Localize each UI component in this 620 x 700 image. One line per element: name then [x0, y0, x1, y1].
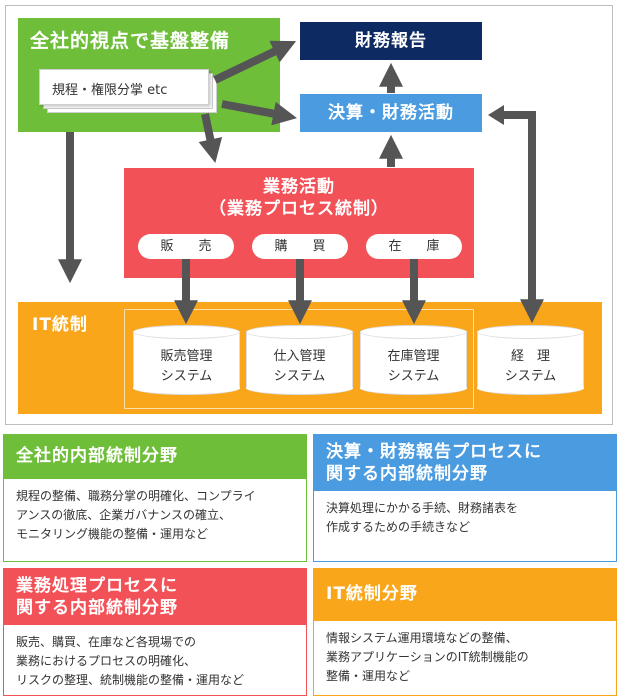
card-it-control-line: 整備・運用など: [326, 669, 411, 683]
card-company-wide: 全社的内部統制分野 規程の整備、職務分掌の明確化、コンプライ アンスの徹底、企業…: [3, 434, 307, 562]
pill-sales: 販 売: [138, 234, 234, 259]
inventory-system-line1: 在庫管理: [387, 349, 440, 364]
sales-system-cylinder: 販売管理システム: [133, 325, 240, 395]
card-it-control-body: 情報システム運用環境などの整備、 業務アプリケーションのIT統制機能の 整備・運…: [314, 621, 616, 694]
arrow-to-business: [198, 113, 223, 163]
purchase-system-line2: システム: [273, 369, 326, 384]
card-company-wide-title: 全社的内部統制分野: [4, 435, 306, 479]
card-financial-reporting-title: 決算・財務報告プロセスに 関する内部統制分野: [314, 435, 616, 491]
card-business-process-line: リスクの整理、統制機能の整備・運用など: [16, 673, 245, 687]
card-business-process-title-line1: 業務処理プロセスに: [16, 576, 178, 596]
financial-report-box: 財務報告: [300, 22, 482, 60]
rules-document: 規程・権限分掌 etc: [39, 69, 209, 105]
arrow-head-to-settlement: [488, 105, 504, 125]
it-control-label: IT統制: [32, 315, 88, 335]
card-it-control-title: IT統制分野: [314, 569, 616, 621]
card-business-process-title: 業務処理プロセスに 関する内部統制分野: [4, 569, 306, 625]
card-company-wide-body: 規程の整備、職務分掌の明確化、コンプライ アンスの徹底、企業ガバナンスの確立、 …: [4, 479, 306, 552]
pill-purchasing: 購 買: [252, 234, 348, 259]
card-financial-reporting-title-line2: 関する内部統制分野: [326, 464, 488, 484]
accounting-system-cylinder: 経 理システム: [477, 325, 584, 395]
card-it-control-line: 業務アプリケーションのIT統制機能の: [326, 650, 529, 664]
business-activity-title-line2: （業務プロセス統制）: [209, 199, 389, 219]
card-company-wide-line: アンスの徹底、企業ガバナンスの確立、: [16, 508, 232, 522]
card-business-process-line: 業務におけるプロセスの明確化、: [16, 654, 197, 668]
card-business-process-body: 販売、購買、在庫など各現場での 業務におけるプロセスの明確化、 リスクの整理、統…: [4, 625, 306, 698]
company-wide-title: 全社的視点で基盤整備: [30, 30, 231, 52]
pill-inventory: 在 庫: [366, 234, 462, 259]
accounting-system-line2: システム: [504, 369, 557, 384]
business-activity-title-line1: 業務活動: [263, 177, 335, 197]
business-activity-title: 業務活動 （業務プロセス統制）: [124, 176, 474, 220]
card-business-process: 業務処理プロセスに 関する内部統制分野 販売、購買、在庫など各現場での 業務にお…: [3, 568, 307, 696]
arrow-settlement-accounting: [496, 111, 544, 324]
card-company-wide-line: 規程の整備、職務分掌の明確化、コンプライ: [16, 489, 256, 503]
sales-system-line2: システム: [160, 369, 213, 384]
arrow-to-settlement: [221, 100, 298, 126]
purchase-system-cylinder: 仕入管理システム: [246, 325, 353, 395]
purchase-system-line1: 仕入管理: [273, 349, 326, 364]
card-financial-reporting: 決算・財務報告プロセスに 関する内部統制分野 決算処理にかかる手続、財務諸表を …: [313, 434, 617, 562]
card-financial-reporting-body: 決算処理にかかる手続、財務諸表を 作成するための手続きなど: [314, 491, 616, 545]
diagram-arrows: [58, 40, 544, 325]
settlement-box: 決算・財務活動: [300, 94, 482, 132]
sales-system-line1: 販売管理: [160, 349, 213, 364]
card-business-process-line: 販売、購買、在庫など各現場での: [16, 635, 197, 649]
card-company-wide-line: モニタリング機能の整備・運用など: [16, 527, 209, 541]
card-business-process-title-line2: 関する内部統制分野: [16, 598, 178, 618]
inventory-system-cylinder: 在庫管理システム: [360, 325, 467, 395]
card-financial-reporting-title-line1: 決算・財務報告プロセスに: [326, 442, 542, 462]
card-financial-reporting-line: 作成するための手続きなど: [326, 520, 471, 534]
card-it-control: IT統制分野 情報システム運用環境などの整備、 業務アプリケーションのIT統制機…: [313, 568, 617, 696]
accounting-system-line1: 経 理: [510, 349, 550, 364]
inventory-system-line2: システム: [387, 369, 440, 384]
card-it-control-line: 情報システム運用環境などの整備、: [326, 631, 518, 645]
arrow-to-financial-report: [213, 40, 297, 84]
card-financial-reporting-line: 決算処理にかかる手続、財務諸表を: [326, 501, 519, 515]
